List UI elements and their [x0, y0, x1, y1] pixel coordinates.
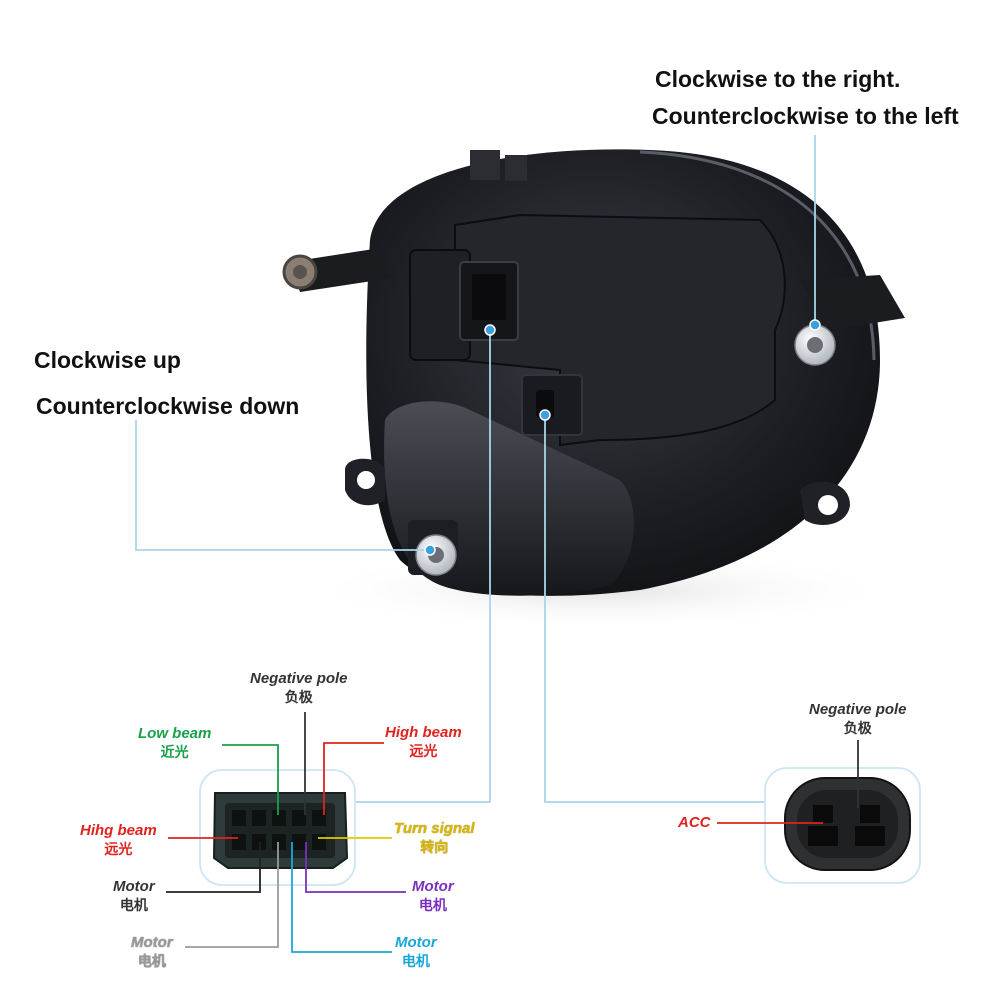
- callout-lines: [135, 135, 816, 803]
- headlight-housing: [282, 149, 905, 630]
- wire-motor-cyan: [291, 842, 392, 953]
- wire-motor-black: [166, 842, 261, 893]
- wire-low-beam: [222, 744, 279, 815]
- annotation-clockwise-right: Clockwise to the right.: [655, 66, 901, 92]
- callout-line-main-connector: [355, 330, 491, 803]
- acc-connector-diagram: [717, 740, 921, 884]
- dot-acc-connector: [539, 409, 551, 421]
- adjust-screw-right[interactable]: [794, 324, 836, 366]
- dot-right-screw: [809, 319, 821, 331]
- annotation-counterclockwise-left: Counterclockwise to the left: [652, 103, 959, 129]
- label-acc: ACC: [678, 814, 711, 831]
- wire-motor-purple: [305, 842, 406, 893]
- wire-motor-gray: [185, 842, 279, 948]
- callout-dots: [424, 319, 821, 556]
- callout-line-acc-connector: [544, 415, 765, 803]
- dot-left-screw: [424, 544, 436, 556]
- annotation-counterclockwise-down: Counterclockwise down: [36, 393, 300, 419]
- wire-high-beam: [323, 742, 384, 815]
- callout-line-left-screw: [135, 420, 430, 551]
- main-connector-diagram: [166, 712, 406, 953]
- dot-main-connector: [484, 324, 496, 336]
- annotation-clockwise-up: Clockwise up: [34, 347, 181, 373]
